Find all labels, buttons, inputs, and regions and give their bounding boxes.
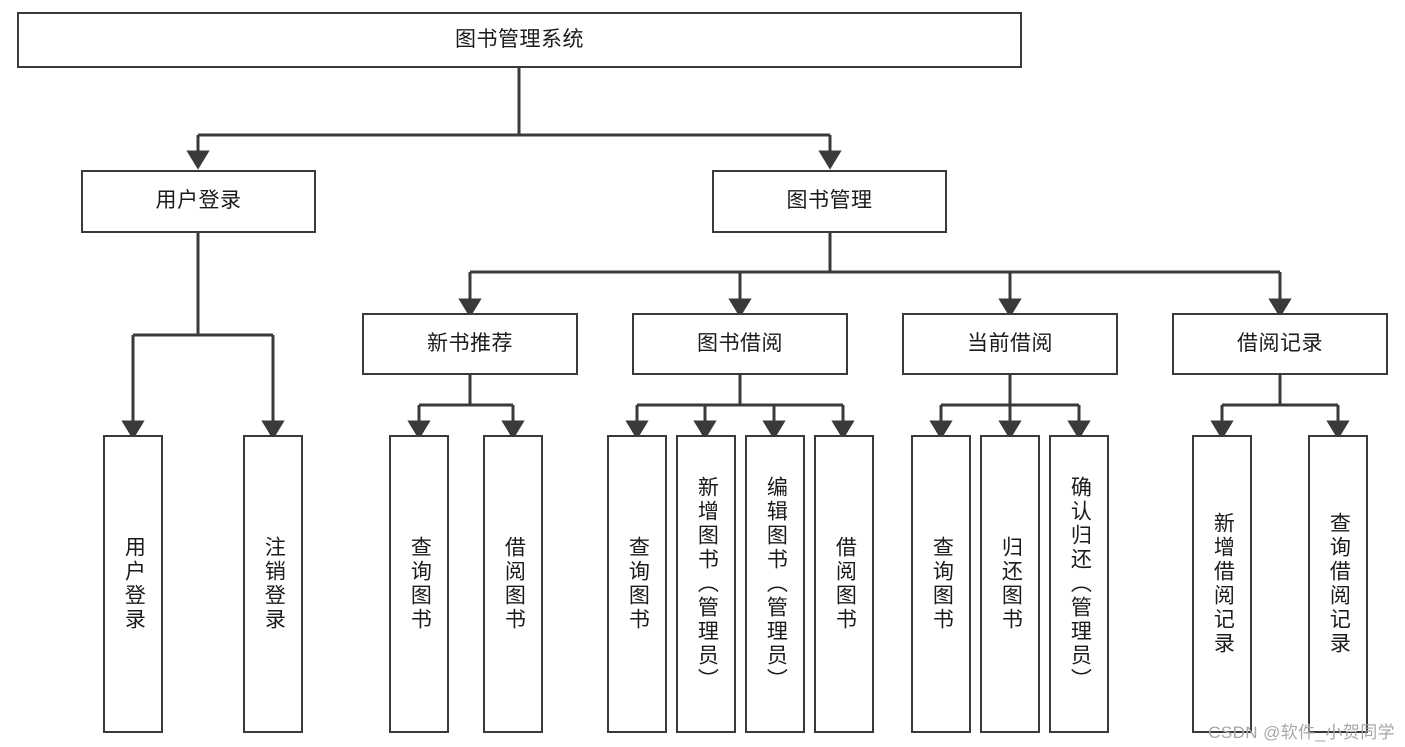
node-leaf-borrow-book-1-label: 借阅图书	[502, 536, 526, 632]
node-leaf-query-book-3[interactable]: 查询图书	[911, 435, 971, 733]
node-borrow-record[interactable]: 借阅记录	[1172, 313, 1388, 375]
node-leaf-query-book-2[interactable]: 查询图书	[607, 435, 667, 733]
node-leaf-query-book-1[interactable]: 查询图书	[389, 435, 449, 733]
node-leaf-confirm-return-admin[interactable]: 确认归还（管理员）	[1049, 435, 1109, 733]
node-leaf-query-book-1-label: 查询图书	[408, 536, 432, 632]
node-leaf-return-book-label: 归还图书	[999, 536, 1023, 632]
node-leaf-add-book-admin-label: 新增图书（管理员）	[695, 476, 719, 692]
node-root-label: 图书管理系统	[455, 27, 584, 51]
node-book-borrow-label: 图书借阅	[697, 331, 783, 355]
node-user-login-label: 用户登录	[155, 189, 242, 213]
node-leaf-user-login-label: 用户登录	[122, 536, 146, 632]
node-new-book-recommend[interactable]: 新书推荐	[362, 313, 578, 375]
node-leaf-confirm-return-admin-label: 确认归还（管理员）	[1068, 476, 1092, 692]
node-leaf-borrow-book-1[interactable]: 借阅图书	[483, 435, 543, 733]
node-leaf-logout-login-label: 注销登录	[262, 536, 286, 632]
node-leaf-edit-book-admin-label: 编辑图书（管理员）	[764, 476, 788, 692]
node-leaf-borrow-book-2[interactable]: 借阅图书	[814, 435, 874, 733]
node-leaf-return-book[interactable]: 归还图书	[980, 435, 1040, 733]
node-root[interactable]: 图书管理系统	[17, 12, 1022, 68]
node-user-login[interactable]: 用户登录	[81, 170, 316, 233]
node-leaf-query-book-2-label: 查询图书	[626, 536, 650, 632]
node-leaf-query-borrow-record-label: 查询借阅记录	[1327, 512, 1351, 656]
node-new-book-recommend-label: 新书推荐	[427, 331, 513, 355]
node-leaf-add-borrow-record[interactable]: 新增借阅记录	[1192, 435, 1252, 733]
node-leaf-edit-book-admin[interactable]: 编辑图书（管理员）	[745, 435, 805, 733]
node-current-borrow[interactable]: 当前借阅	[902, 313, 1118, 375]
node-current-borrow-label: 当前借阅	[967, 331, 1053, 355]
node-leaf-add-book-admin[interactable]: 新增图书（管理员）	[676, 435, 736, 733]
node-leaf-user-login[interactable]: 用户登录	[103, 435, 163, 733]
node-leaf-query-borrow-record[interactable]: 查询借阅记录	[1308, 435, 1368, 733]
node-leaf-logout-login[interactable]: 注销登录	[243, 435, 303, 733]
node-leaf-borrow-book-2-label: 借阅图书	[833, 536, 857, 632]
node-leaf-query-book-3-label: 查询图书	[930, 536, 954, 632]
node-book-manage[interactable]: 图书管理	[712, 170, 947, 233]
node-book-manage-label: 图书管理	[786, 189, 873, 213]
csdn-watermark: CSDN @软件_小贺同学	[1208, 723, 1395, 742]
node-book-borrow[interactable]: 图书借阅	[632, 313, 848, 375]
node-borrow-record-label: 借阅记录	[1237, 331, 1323, 355]
node-leaf-add-borrow-record-label: 新增借阅记录	[1211, 512, 1235, 656]
